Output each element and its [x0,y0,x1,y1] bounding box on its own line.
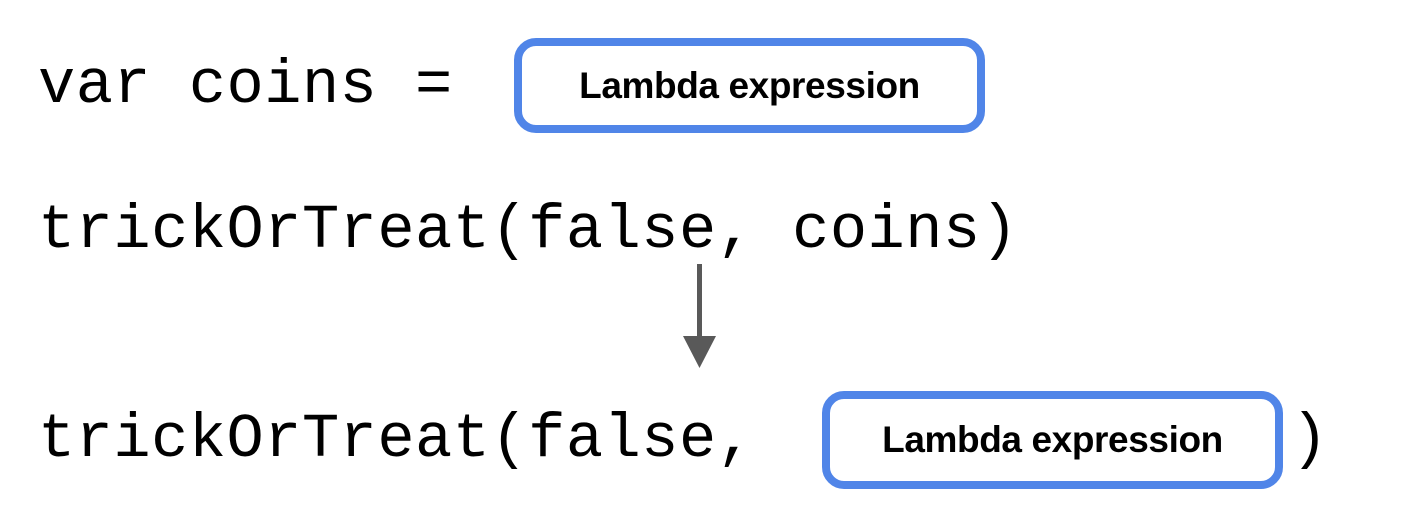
call-code-after-suffix: ) [1253,404,1329,475]
lambda-expression-chip-call[interactable]: Lambda expression [822,391,1283,489]
call-code-line-after: trickOrTreat(false, ) [38,391,1329,489]
arrow-down-glyph [683,264,716,368]
assignment-code-prefix: var coins = [38,49,491,121]
lambda-expression-chip-label: Lambda expression [579,64,920,106]
lambda-expression-chip-label: Lambda expression [882,419,1223,460]
arrow-down-icon [665,258,735,373]
assignment-code-line: var coins = [38,38,490,133]
lambda-expression-chip-assignment[interactable]: Lambda expression [514,38,985,133]
call-code-before-text: trickOrTreat(false, coins) [38,195,1019,266]
call-code-line-before: trickOrTreat(false, coins) [38,196,1018,266]
call-code-after-prefix: trickOrTreat(false, [38,404,793,475]
